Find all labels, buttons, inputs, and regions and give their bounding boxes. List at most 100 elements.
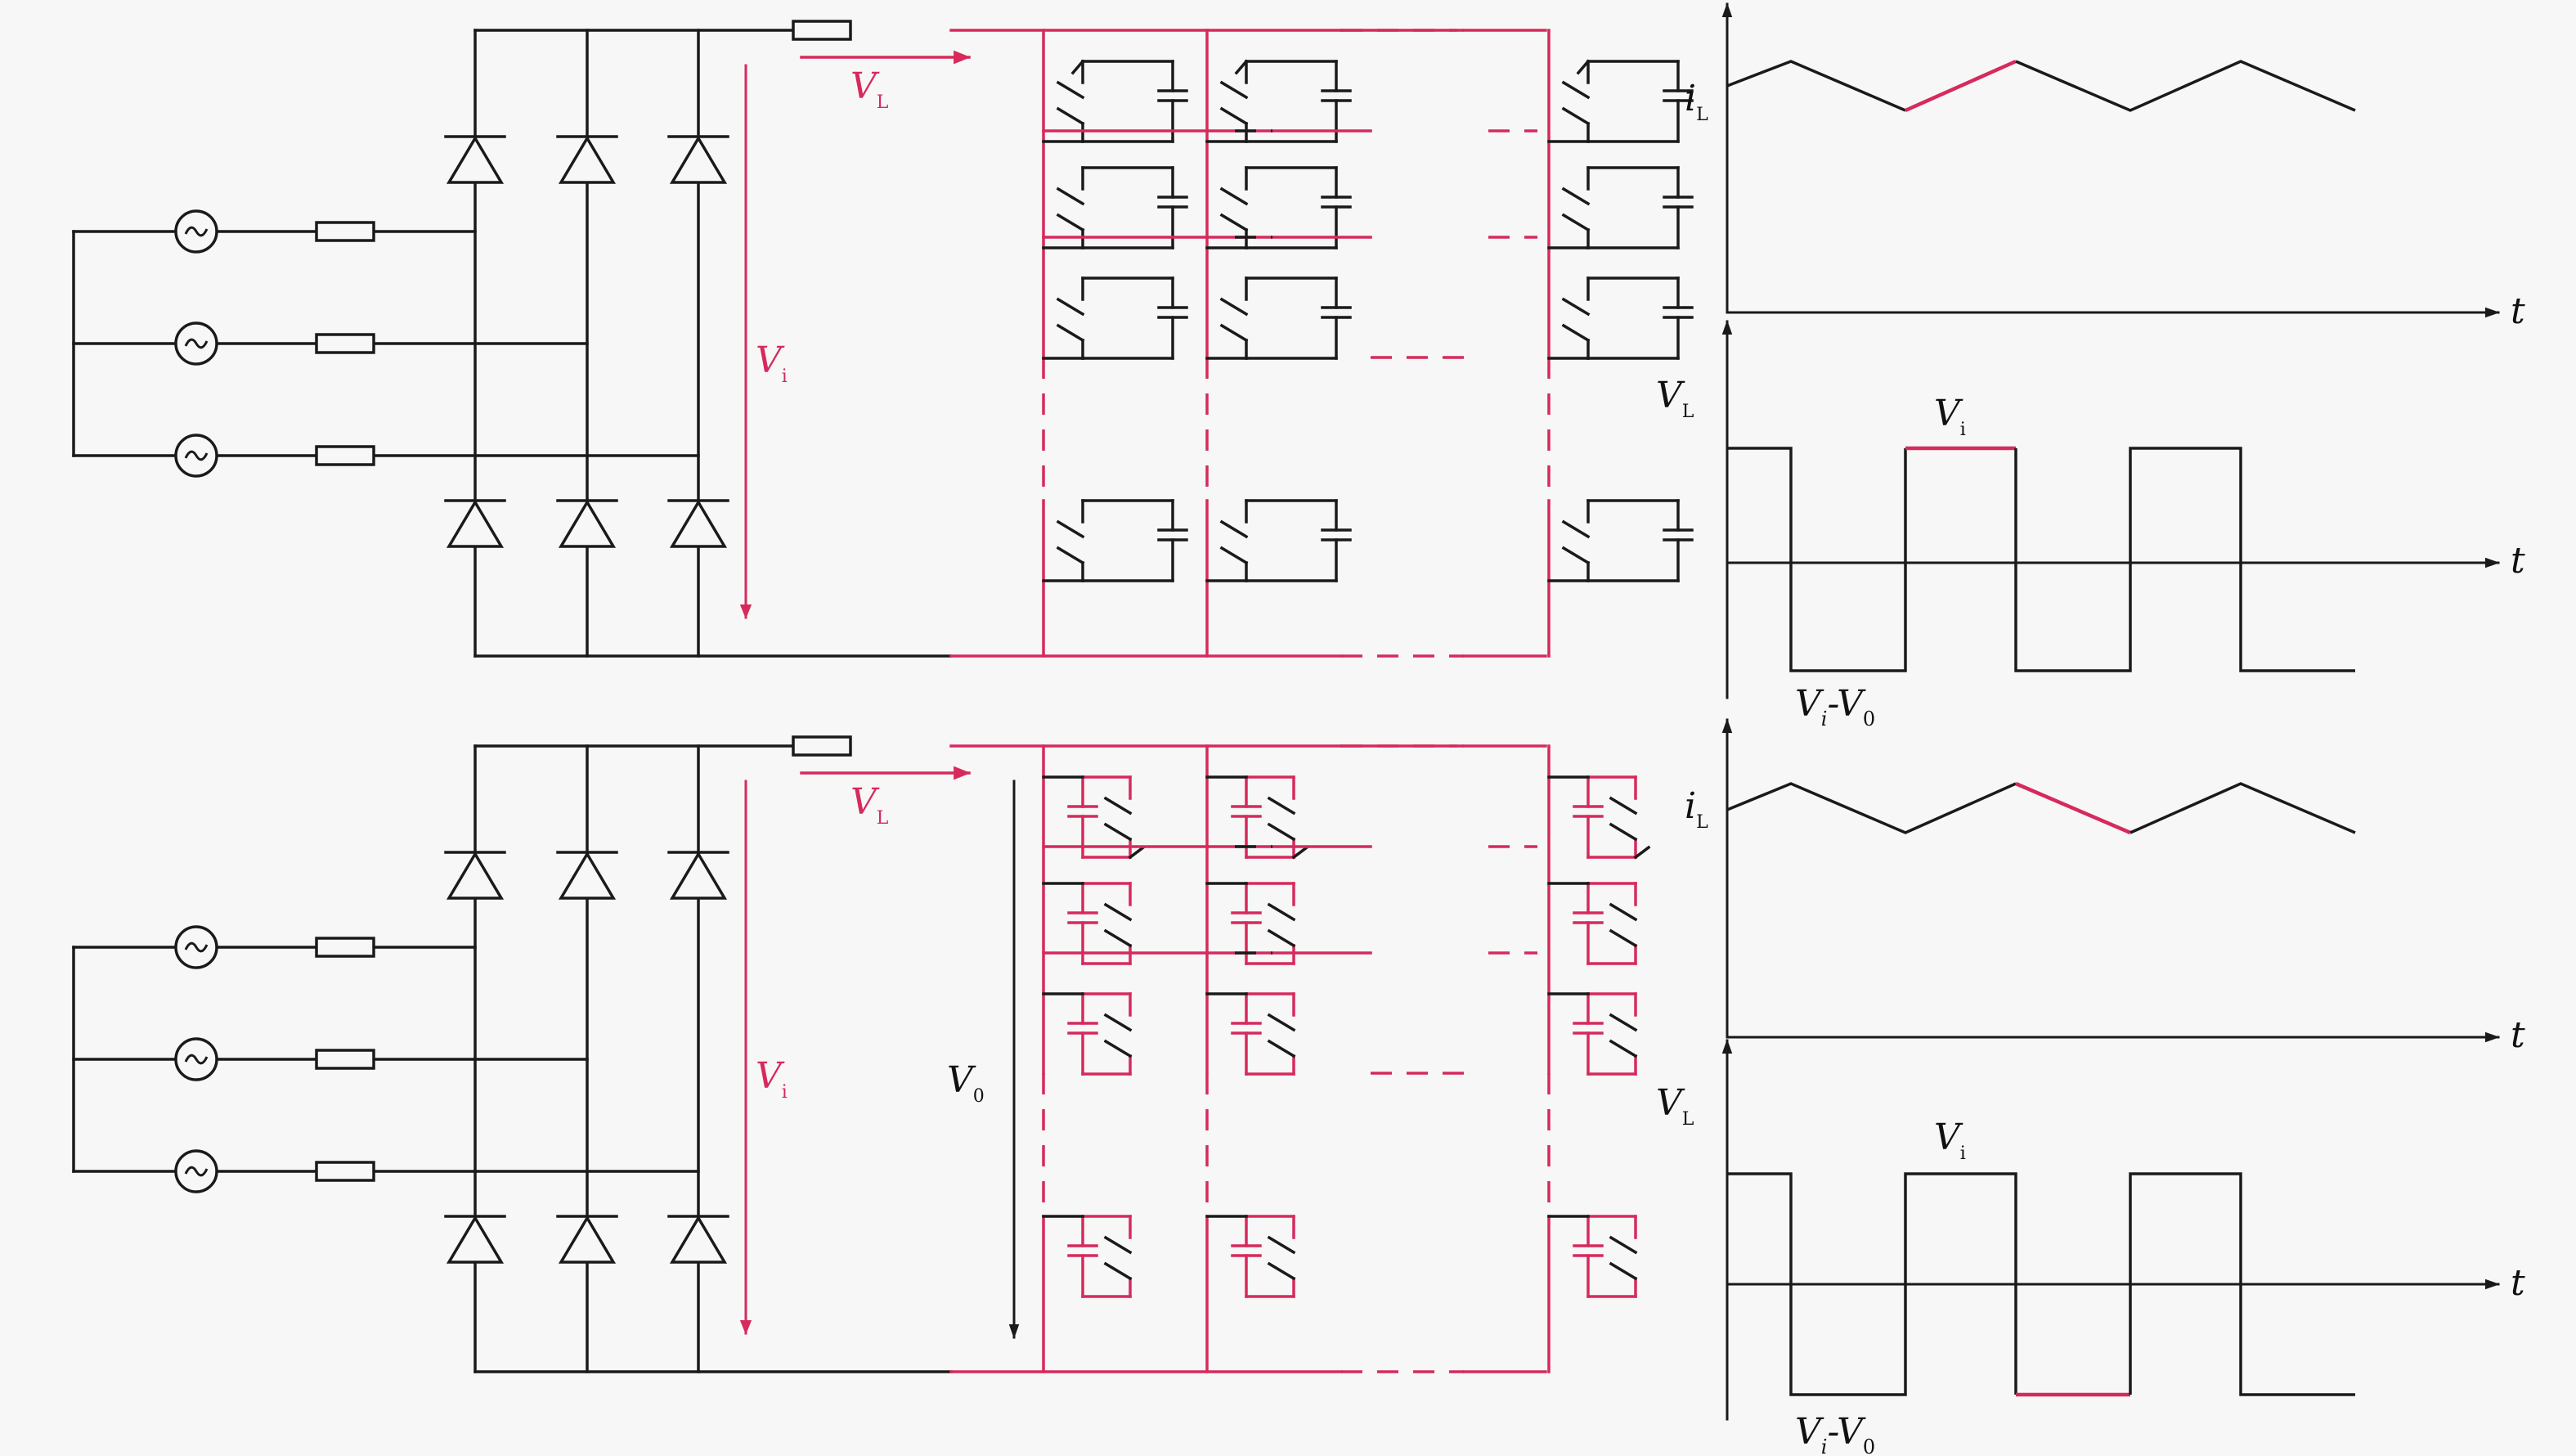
switch-icon — [1219, 213, 1249, 232]
switch-icon — [1219, 323, 1249, 343]
switch-icon — [1267, 1261, 1296, 1281]
switch-icon — [1056, 80, 1085, 100]
switch-icon — [1609, 796, 1638, 816]
switch-icon — [1128, 845, 1146, 860]
diode-icon — [446, 851, 505, 900]
line-resistor-icon — [315, 1049, 375, 1070]
inductor-current-wave-highlight — [1905, 59, 2017, 113]
sine-glyph — [184, 1166, 209, 1177]
switch-icon — [1561, 80, 1591, 100]
switch-icon — [1070, 59, 1085, 75]
switch-icon — [1103, 1013, 1133, 1032]
vi-label: Vi — [756, 1055, 788, 1103]
il-label: iL — [1685, 78, 1708, 125]
diode-icon — [446, 1215, 505, 1264]
switch-icon — [1103, 796, 1133, 816]
switch-icon — [1103, 822, 1133, 842]
diode-icon — [558, 851, 617, 900]
switch-icon — [1267, 1013, 1296, 1032]
inductor-voltage-wave — [2014, 447, 2355, 672]
inductor-voltage-wave — [1727, 1172, 2017, 1396]
sine-glyph — [184, 226, 209, 237]
switch-icon — [1609, 902, 1638, 922]
diode-icon — [558, 499, 617, 548]
inductor-voltage-wave — [1727, 447, 1907, 672]
switch-icon — [1576, 59, 1591, 75]
switch-icon — [1219, 546, 1249, 565]
switch-icon — [1561, 213, 1591, 232]
diode-icon — [446, 499, 505, 548]
inductor-current-wave — [1726, 60, 1906, 112]
switch-icon — [1609, 822, 1638, 842]
switch-icon — [1056, 213, 1085, 232]
dc-link-resistor-icon — [792, 735, 852, 757]
line-resistor-icon — [315, 333, 375, 354]
waveform-layer — [1721, 2, 2500, 1421]
switch-icon — [1103, 1235, 1133, 1255]
vl-label: VL — [850, 65, 889, 113]
switch-icon — [1267, 1235, 1296, 1255]
inductor-current-wave-highlight — [2015, 781, 2131, 835]
switch-icon — [1103, 902, 1133, 922]
switch-icon — [1219, 297, 1249, 317]
switch-icon — [1056, 323, 1085, 343]
switch-icon — [1561, 297, 1591, 317]
v0-label: V0 — [947, 1059, 985, 1107]
switch-icon — [1291, 845, 1309, 860]
diode-icon — [558, 1215, 617, 1264]
vi-level-label: Vi — [1934, 393, 1966, 440]
vi-minus-v0-label: Vi-V0 — [1795, 1411, 1875, 1456]
sine-glyph — [184, 450, 209, 461]
t-label: t — [2511, 1014, 2525, 1056]
diode-icon — [669, 1215, 728, 1264]
sine-glyph — [184, 1054, 209, 1065]
switch-icon — [1219, 80, 1249, 100]
switch-icon — [1609, 928, 1638, 948]
switch-icon — [1056, 546, 1085, 565]
switch-icon — [1103, 1039, 1133, 1058]
sine-glyph — [184, 338, 209, 349]
t-label: t — [2511, 290, 2525, 332]
switch-icon — [1561, 106, 1591, 126]
switch-icon — [1609, 1039, 1638, 1058]
switch-icon — [1056, 106, 1085, 126]
switch-icon — [1561, 519, 1591, 539]
switch-icon — [1267, 902, 1296, 922]
diode-icon — [446, 135, 505, 184]
inductor-current-wave — [2015, 60, 2356, 112]
sine-glyph — [184, 941, 209, 953]
inductor-voltage-wave — [2129, 1172, 2355, 1396]
line-resistor-icon — [315, 221, 375, 242]
switch-icon — [1609, 1013, 1638, 1032]
t-label: t — [2511, 540, 2525, 582]
line-resistor-icon — [315, 937, 375, 958]
switch-icon — [1234, 59, 1249, 75]
switch-icon — [1056, 519, 1085, 539]
il-label: iL — [1685, 785, 1708, 833]
switch-icon — [1219, 519, 1249, 539]
switch-icon — [1267, 796, 1296, 816]
switch-icon — [1056, 297, 1085, 317]
vi-label: Vi — [756, 339, 788, 387]
vl-axis-label: VL — [1656, 1082, 1694, 1130]
switch-icon — [1561, 546, 1591, 565]
line-resistor-icon — [315, 445, 375, 466]
inductor-current-wave — [1726, 782, 2017, 834]
diode-icon — [669, 135, 728, 184]
line-resistor-icon — [315, 1161, 375, 1182]
switch-icon — [1219, 106, 1249, 126]
vi-minus-v0-label: Vi-V0 — [1795, 683, 1875, 730]
dc-link-resistor-icon — [792, 20, 852, 41]
switch-icon — [1219, 186, 1249, 206]
switch-icon — [1609, 1235, 1638, 1255]
switch-icon — [1609, 1261, 1638, 1281]
switch-icon — [1056, 186, 1085, 206]
switch-icon — [1103, 1261, 1133, 1281]
switch-icon — [1267, 1039, 1296, 1058]
vl-axis-label: VL — [1656, 375, 1694, 422]
diode-icon — [669, 851, 728, 900]
t-label: t — [2511, 1262, 2525, 1304]
switch-icon — [1561, 323, 1591, 343]
switch-icon — [1633, 845, 1651, 860]
